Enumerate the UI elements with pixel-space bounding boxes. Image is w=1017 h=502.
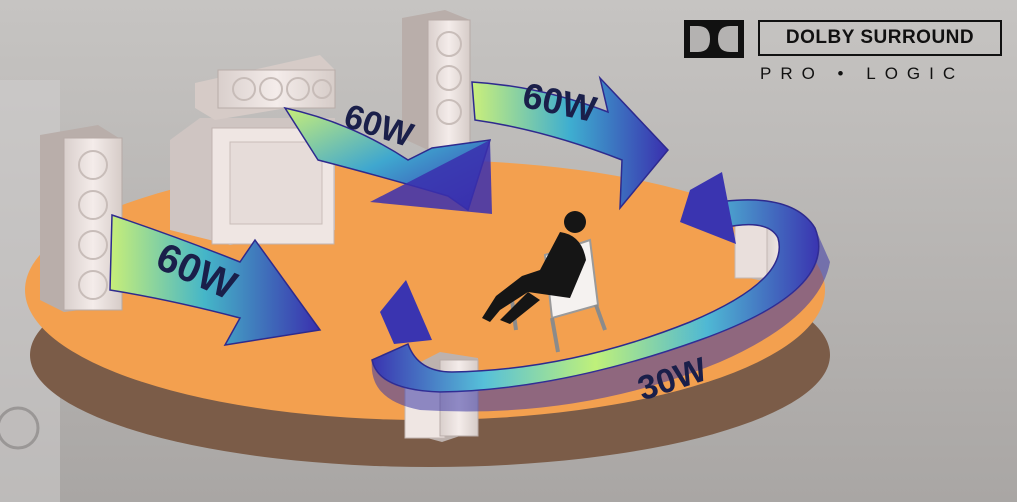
surround-right-arrowhead bbox=[680, 172, 736, 244]
surround-left-arrowhead bbox=[380, 280, 432, 344]
front-right-arrow: 60W bbox=[471, 74, 670, 211]
front-right-speaker bbox=[402, 10, 471, 151]
listener-in-chair bbox=[482, 211, 607, 353]
dolby-surround-text: DOLBY SURROUND bbox=[758, 20, 1002, 56]
center-arrow: 60W bbox=[283, 97, 492, 214]
television-with-center-speaker bbox=[170, 55, 336, 245]
double-d-icon bbox=[684, 20, 744, 58]
dolby-surround-logo: DOLBY SURROUND PRO • LOGIC bbox=[684, 16, 1014, 86]
panel-knob bbox=[0, 406, 40, 450]
center-speaker bbox=[195, 55, 336, 120]
pro-logic-text: PRO • LOGIC bbox=[760, 64, 965, 83]
surround-ring-arrow: 30W bbox=[371, 172, 830, 412]
